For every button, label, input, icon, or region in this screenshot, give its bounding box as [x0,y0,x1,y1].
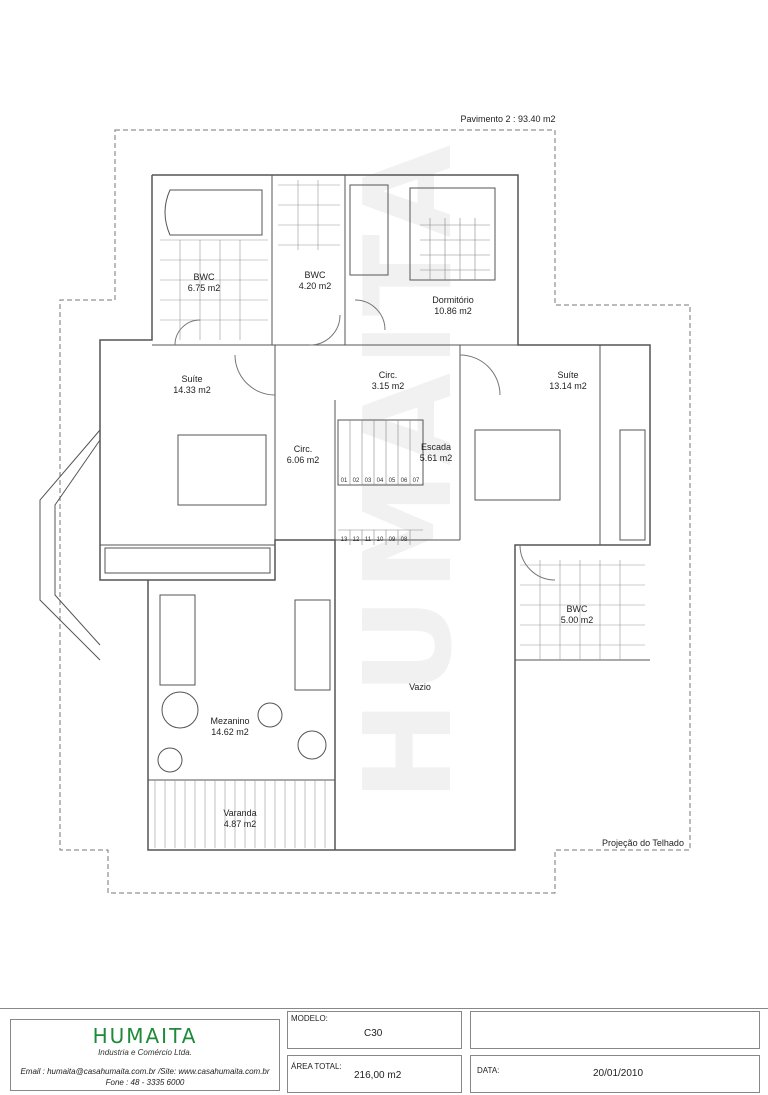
stair-step: 01 [340,478,348,484]
room-area: 5.00 m2 [560,615,594,625]
room-name: Circ. [293,444,313,454]
roof-projection-label: Projeção do Telhado [602,838,684,848]
room-area: 10.86 m2 [434,306,472,316]
bay-window [39,429,101,661]
bwc3-tiles [520,560,645,660]
data-label: DATA: [477,1066,500,1075]
room-bwc3: BWC 5.00 m2 [561,604,594,626]
stair-step: 09 [388,537,396,543]
room-dormitorio: Dormitório 10.86 m2 [432,295,474,317]
room-name: Suíte [181,374,203,384]
room-bwc2: BWC 4.20 m2 [299,270,332,292]
stair-step: 06 [400,478,408,484]
bwc2-tiles [278,180,340,250]
roof-projection-outline [59,129,691,894]
modelo-value: C30 [364,1028,383,1039]
wardrobe-suite1 [104,547,271,574]
area-label: ÁREA TOTAL: [291,1062,342,1071]
varanda-deck [154,780,326,848]
interior-walls [100,175,650,781]
room-area: 5.61 m2 [419,453,453,463]
stair-step: 07 [412,478,420,484]
room-name: Dormitório [432,295,474,305]
modelo-label: MODELO: [291,1014,328,1023]
company-logo: HUMAITA Industria e Comércio Ltda. [11,1024,279,1057]
bwc1-tiles [160,239,268,340]
room-varanda: Varanda 4.87 m2 [223,808,256,830]
room-name: Escada [420,442,452,452]
chair-round [257,702,283,728]
room-area: 14.62 m2 [211,727,249,737]
room-name: Mezanino [210,716,250,726]
company-box: HUMAITA Industria e Comércio Ltda. Email… [10,1019,280,1091]
stair-step: 13 [340,537,348,543]
stair-step: 12 [352,537,360,543]
blank-box [470,1011,760,1049]
modelo-box: MODELO: C30 [287,1011,462,1049]
door-arcs [174,299,556,581]
plant-2 [297,730,327,760]
room-name: Circ. [378,370,398,380]
stair-step: 10 [376,537,384,543]
room-name: Varanda [223,808,257,818]
room-name: BWC [566,604,588,614]
staircase [337,419,424,486]
area-value: 216,00 m2 [354,1070,402,1081]
bed-dormitorio [409,187,496,281]
room-mezanino: Mezanino 14.62 m2 [210,716,249,738]
wardrobe-suite2 [619,429,646,541]
stair-step: 02 [352,478,360,484]
floor-title: Pavimento 2 : 93.40 m2 [460,114,556,124]
sofa-left [159,594,196,686]
room-escada: Escada 5.61 m2 [420,442,453,464]
company-subtitle: Industria e Comércio Ltda. [98,1048,192,1057]
room-area: 4.20 m2 [298,281,332,291]
stair-step: 08 [400,537,408,543]
table-round [161,691,199,729]
room-area: 6.06 m2 [286,455,320,465]
stair-step: 11 [364,537,372,543]
room-name: BWC [193,272,215,282]
stair-step: 04 [376,478,384,484]
room-suite1: Suíte 14.33 m2 [173,374,211,396]
area-box: ÁREA TOTAL: 216,00 m2 [287,1055,462,1093]
room-suite2: Suíte 13.14 m2 [549,370,587,392]
sofa-right [294,599,331,691]
bed-suite1 [177,434,267,506]
plant-1 [157,747,183,773]
room-bwc1: BWC 6.75 m2 [188,272,221,294]
stair-step: 03 [364,478,372,484]
room-name: Suíte [557,370,579,380]
room-circ2: Circ. 6.06 m2 [287,444,320,466]
room-name: BWC [304,270,326,280]
closet-dormitorio [349,184,389,276]
phone-line: Fone : 48 - 3335 6000 [105,1078,185,1087]
bathtub [164,189,263,236]
exterior-walls [99,174,651,851]
room-area: 13.14 m2 [549,381,587,391]
data-box: DATA: 20/01/2010 [470,1055,760,1093]
room-area: 3.15 m2 [371,381,405,391]
stair-step: 05 [388,478,396,484]
room-vazio: Vazio [409,682,431,693]
company-name: HUMAITA [92,1024,198,1048]
room-area: 6.75 m2 [187,283,221,293]
bed-suite2 [474,429,561,501]
contact-info: Email : humaita@casahumaita.com.br /Site… [11,1066,279,1088]
email-line: Email : humaita@casahumaita.com.br /Site… [20,1067,270,1076]
data-value: 20/01/2010 [593,1068,644,1079]
room-area: 14.33 m2 [173,385,211,395]
room-area: 4.87 m2 [223,819,257,829]
room-circ1: Circ. 3.15 m2 [372,370,405,392]
title-block: HUMAITA Industria e Comércio Ltda. Email… [0,1008,768,1095]
room-name: Vazio [409,682,431,692]
